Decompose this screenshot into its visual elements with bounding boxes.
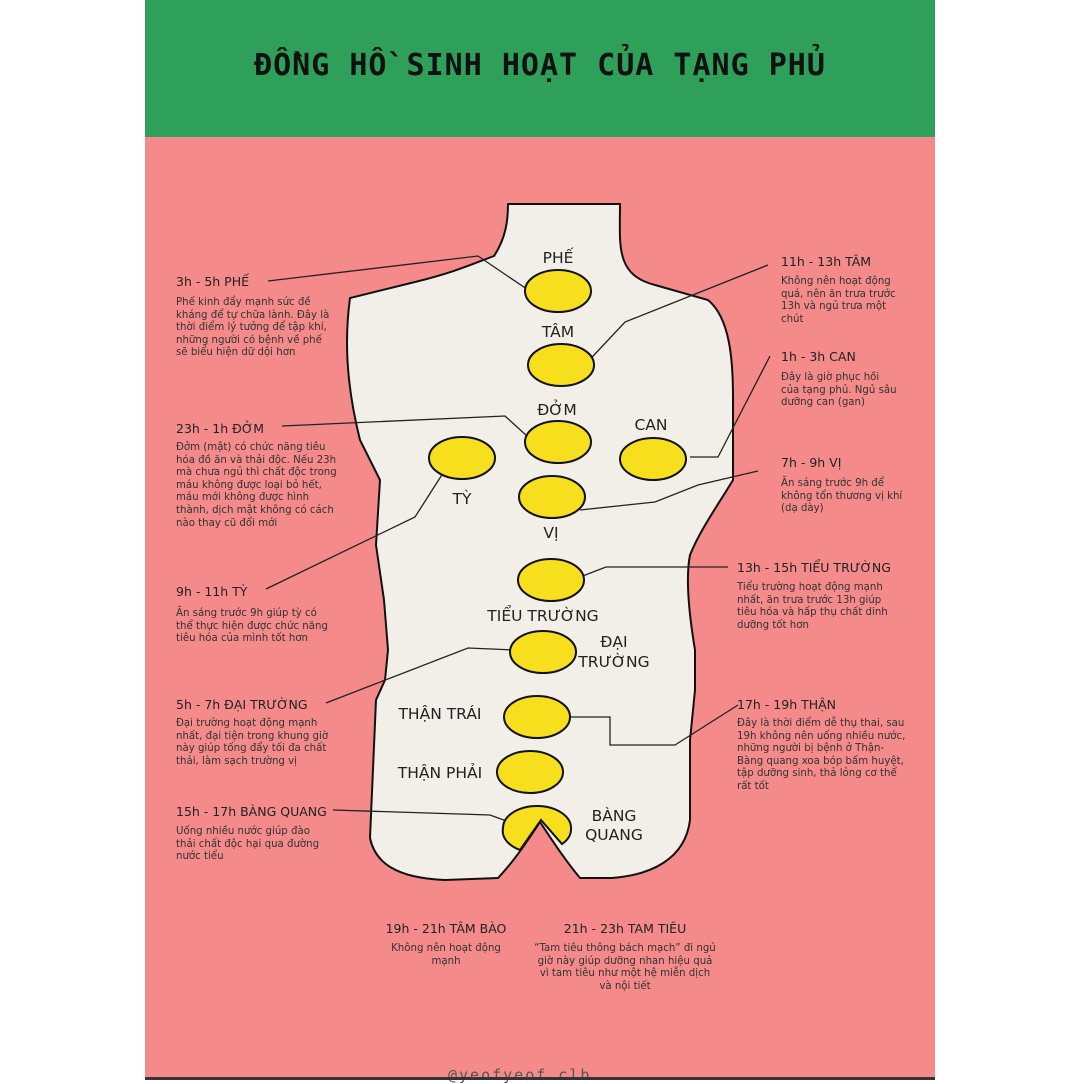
organ-ty-circle — [428, 436, 496, 480]
organ-label-bang-quang-2: QUANG — [585, 826, 643, 844]
connector-dai-truong — [325, 647, 516, 704]
annotation-dai-truong-title: 5h - 7h ĐẠI TRƯỜNG — [176, 697, 308, 712]
bottom-divider — [145, 1077, 935, 1080]
organ-label-phe: PHẾ — [543, 246, 574, 267]
organ-dai-truong-circle — [509, 630, 577, 674]
organ-tam-circle — [527, 343, 595, 387]
organ-label-dom: ĐỞM — [537, 399, 577, 419]
organ-tieu-truong-circle — [517, 558, 585, 602]
annotation-tieu-truong-title: 13h - 15h TIỂU TRƯỜNG — [737, 560, 891, 575]
connector-ty — [265, 469, 446, 590]
annotation-than-desc: Đây là thời điểm dễ thụ thai, sau 19h kh… — [737, 718, 906, 792]
annotation-tieu-truong-desc: Tiểu trường hoạt động mạnh nhất, ăn trưa… — [737, 582, 888, 631]
annotation-tam-desc: Không nên hoạt động quá, nên ăn trưa trư… — [781, 276, 896, 325]
annotation-ty-desc: Ăn sáng trước 9h giúp tỳ có thể thực hiệ… — [176, 608, 328, 645]
connector-tieu-truong — [579, 566, 728, 578]
header-bar: ĐỒNG HỒ SINH HOẠT CỦA TẠNG PHỦ — [145, 0, 935, 137]
organ-label-can: CAN — [634, 416, 667, 434]
connector-phe — [267, 255, 544, 301]
annotation-dom-title: 23h - 1h ĐỞM — [176, 421, 265, 436]
page-title: ĐỒNG HỒ SINH HOẠT CỦA TẠNG PHỦ — [254, 48, 826, 83]
annotation-tam-tieu-desc: “Tam tiêu thông bách mạch” đi ngủ giờ nà… — [534, 943, 716, 992]
annotation-tam-tieu-title: 21h - 23h TAM TIÊU — [563, 921, 687, 936]
organ-label-vi: VỊ — [543, 524, 558, 542]
connector-than — [570, 704, 739, 746]
organ-label-than-phai: THẬN PHẢI — [397, 762, 482, 782]
organ-label-bang-quang-1: BÀNG — [592, 806, 637, 825]
body-silhouette — [346, 203, 734, 882]
connector-can — [690, 355, 771, 458]
annotation-tam-bao-title: 19h - 21h TÂM BÀO — [385, 921, 507, 936]
annotation-dom-desc: Đởm (mật) có chức năng tiêu hóa đồ ăn và… — [176, 442, 337, 529]
annotation-vi-desc: Ăn sáng trước 9h để không tổn thương vị … — [781, 478, 903, 515]
annotation-tam-title: 11h - 13h TÂM — [781, 254, 872, 269]
organ-label-tam: TÂM — [541, 322, 574, 341]
organ-label-dai-truong-2: TRƯỜNG — [577, 652, 649, 671]
organ-can-circle — [619, 437, 687, 481]
annotation-vi-title: 7h - 9h VỊ — [781, 455, 842, 470]
annotation-than-title: 17h - 19h THẬN — [737, 697, 837, 712]
organ-than-phai-circle — [496, 750, 564, 794]
organ-label-dai-truong-1: ĐẠI — [600, 633, 627, 651]
organ-label-tieu-truong: TIỂU TRƯỜNG — [486, 604, 598, 625]
annotation-phe-title: 3h - 5h PHẾ — [176, 274, 250, 289]
poster-background: ĐỒNG HỒ SINH HOẠT CỦA TẠNG PHỦ — [145, 0, 935, 1080]
annotation-can-title: 1h - 3h CAN — [781, 349, 856, 364]
organ-phe-circle — [524, 269, 592, 313]
organ-vi-circle — [518, 475, 586, 519]
annotation-phe-desc: Phế kinh đẩy mạnh sức đề kháng để tự chữ… — [176, 297, 330, 359]
organ-bang-quang-circle — [501, 805, 573, 852]
watermark: @yeofyeof.clb — [448, 1066, 592, 1084]
annotation-dai-truong-desc: Đại trường hoạt động mạnh nhất, đại tiện… — [176, 718, 329, 767]
organ-label-than-trai: THẬN TRÁI — [397, 704, 481, 723]
connector-tam — [579, 264, 769, 371]
annotation-bang-quang-title: 15h - 17h BÀNG QUANG — [176, 804, 327, 819]
organ-dom-circle — [524, 420, 592, 464]
organ-than-trai-circle — [503, 695, 571, 739]
connector-vi — [579, 470, 759, 511]
annotation-can-desc: Đây là giờ phục hồi của tạng phủ. Ngủ sâ… — [781, 372, 897, 409]
annotation-bang-quang-desc: Uống nhiều nước giúp đào thải chất độc h… — [176, 826, 320, 863]
annotation-ty-title: 9h - 11h TỲ — [176, 584, 248, 599]
organ-label-ty: TỲ — [452, 489, 472, 508]
annotation-tam-bao-desc: Không nên hoạt động mạnh — [391, 943, 501, 967]
